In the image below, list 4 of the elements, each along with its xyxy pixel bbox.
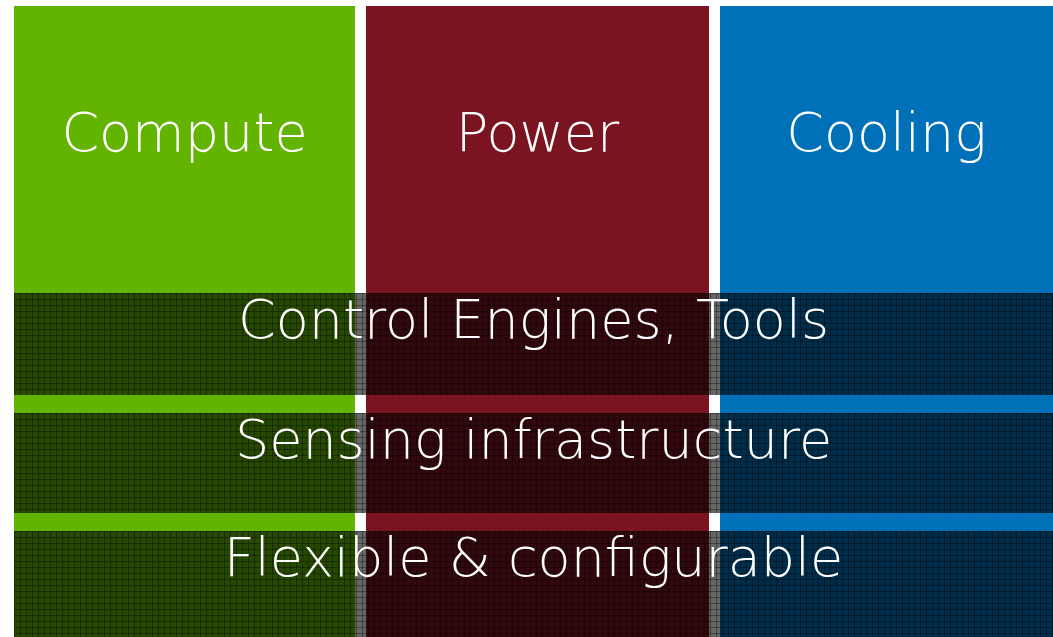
layer-band [14, 413, 1053, 513]
column-title: Power [455, 106, 620, 160]
layer-band [14, 531, 1053, 637]
layer-band [14, 293, 1053, 395]
